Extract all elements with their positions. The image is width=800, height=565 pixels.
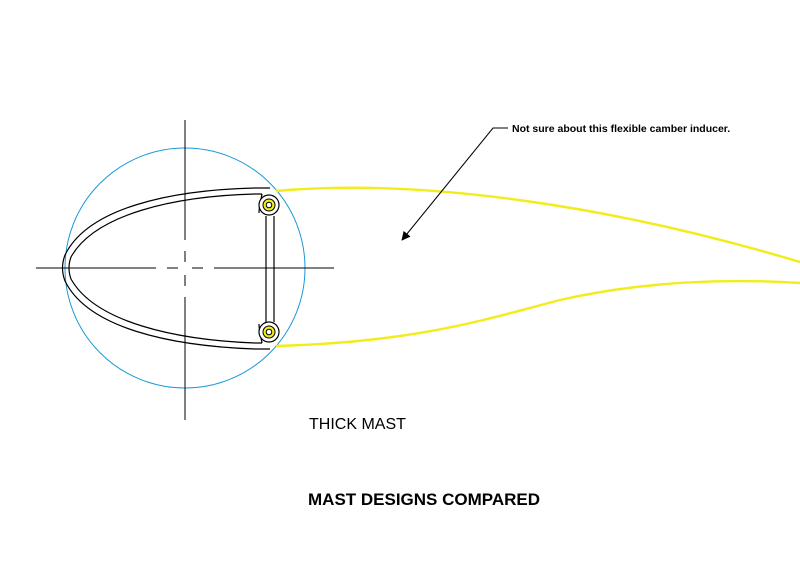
bolt-bottom [258, 321, 280, 343]
crosshair-icon [36, 120, 334, 420]
bolt-top [258, 194, 280, 216]
drawing-title: MAST DESIGNS COMPARED [308, 490, 540, 509]
mast-inner-wall [68, 193, 262, 344]
sail-upper-edge [275, 186, 800, 264]
sail [275, 186, 800, 348]
thick-mast-label: THICK MAST [309, 416, 406, 433]
mast-section [61, 187, 275, 350]
mast-outer-wall [61, 187, 270, 350]
sail-lower-edge [275, 279, 800, 348]
arrow-icon [401, 127, 508, 241]
annotation-note: Not sure about this flexible camber indu… [512, 123, 730, 135]
